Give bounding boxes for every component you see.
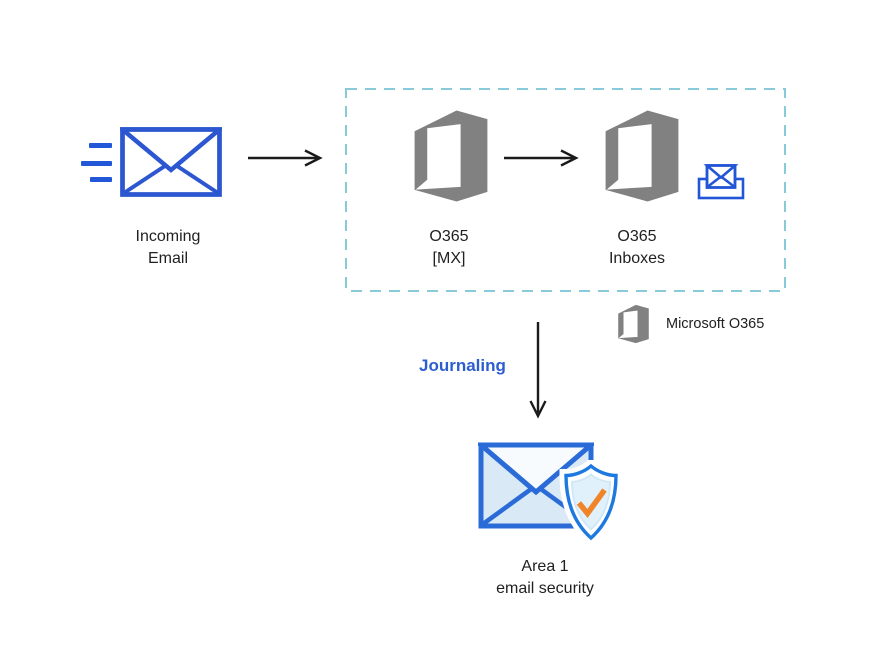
arrow-right-icon [248,149,323,167]
arrow-down-icon [529,322,547,419]
office-365-mx-icon [414,110,488,202]
journaling-label: Journaling [419,356,506,375]
o365-inboxes-label: O365 Inboxes [577,226,697,270]
o365-mx-label: O365 [MX] [389,226,509,270]
shield-check-icon [559,460,623,544]
incoming-email-label-line1: Incoming [135,228,201,245]
incoming-envelope-icon [120,127,222,197]
microsoft-o365-legend-icon [618,304,649,344]
speed-line-icon [81,161,112,166]
inbox-envelope-tray-icon [697,164,745,200]
incoming-email-label-line2: Email [147,250,188,267]
area1-label: Area 1 email security [465,556,625,600]
o365-mx-label-line2: [MX] [432,250,466,267]
microsoft-o365-legend-label: Microsoft O365 [666,316,765,332]
speed-line-icon [89,143,112,148]
speed-line-icon [90,177,112,182]
area1-label-line1: Area 1 [521,558,569,575]
o365-mx-label-line1: O365 [429,228,469,245]
o365-inboxes-label-line1: O365 [617,228,657,245]
incoming-email-label: Incoming Email [88,226,248,270]
o365-inboxes-label-line2: Inboxes [608,250,666,267]
arrow-right-icon [504,149,579,167]
o365-boundary-dashed-box [345,88,786,292]
office-365-inboxes-icon [605,110,679,202]
area1-label-line2: email security [496,580,594,597]
